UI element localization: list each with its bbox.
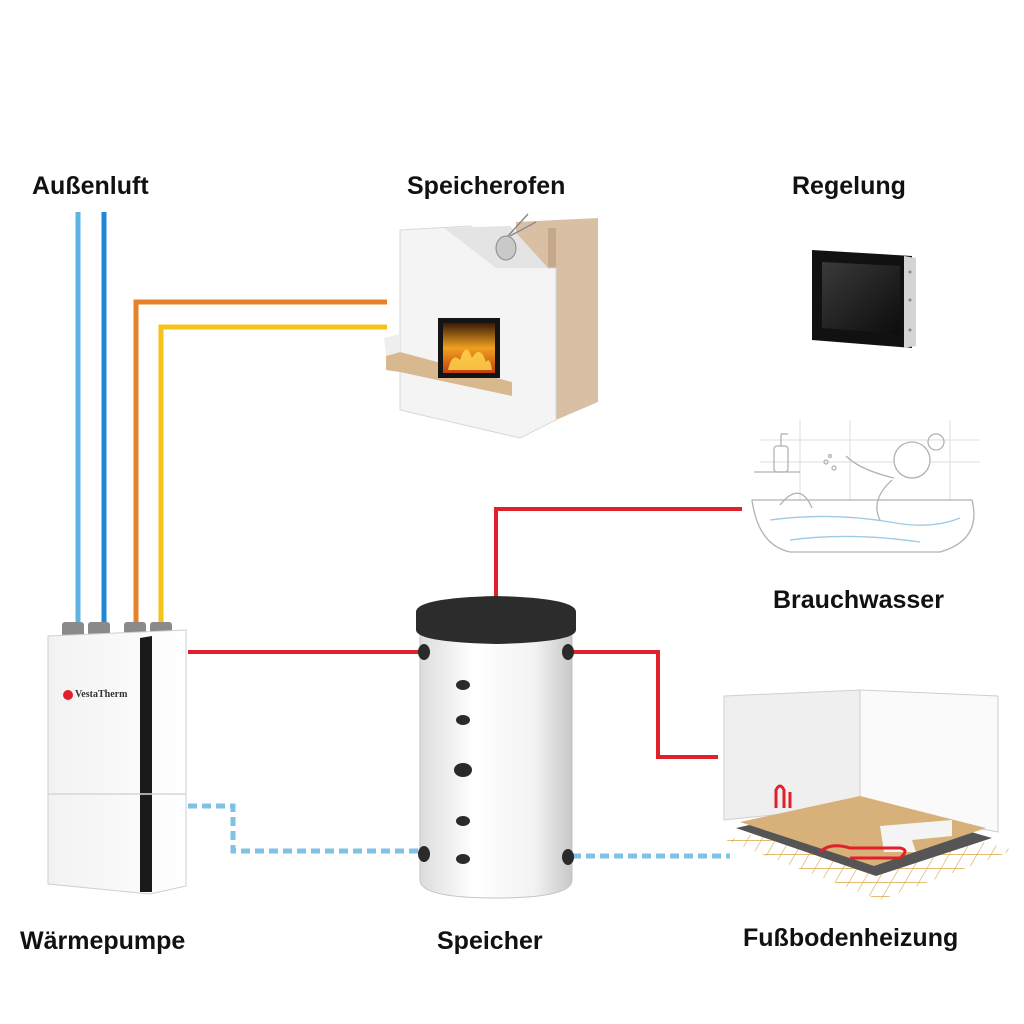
stove-pipes (133, 299, 387, 628)
storage-stove-label: Speicherofen (407, 172, 566, 200)
storage-tank (416, 596, 576, 899)
control-panel (812, 250, 916, 348)
storage-stove (384, 213, 598, 439)
control-label: Regelung (792, 172, 906, 200)
bath-tiles (760, 420, 980, 500)
hot-water-label: Brauchwasser (773, 586, 944, 614)
outside-air-label: Außenluft (32, 172, 149, 200)
vestatherm-logo-icon (63, 690, 73, 700)
stove-return-pipe (158, 324, 387, 628)
stove-supply-pipe (133, 299, 387, 628)
storage-tank-label: Speicher (437, 927, 543, 955)
heat-pump-label: Wärmepumpe (20, 927, 186, 955)
floor-screed (740, 796, 986, 866)
stove-vase (495, 213, 537, 261)
bathtub (751, 499, 975, 553)
outside-air-pipes (75, 212, 107, 628)
tank-ports (418, 644, 574, 865)
heat-pump-brand-logo: VestaTherm (75, 689, 128, 700)
tank-to-hot-water-pipe (494, 507, 742, 596)
floor-heating-coils (774, 784, 907, 860)
floor-heating-label: Fußbodenheizung (743, 924, 959, 952)
floor-heating-room (723, 689, 1014, 900)
heat-pump-unit (47, 622, 187, 895)
bathtub-scene (751, 420, 980, 553)
tank-to-floor-pipe (570, 650, 718, 759)
pump-return-pipe (188, 803, 422, 854)
return-pipes (188, 803, 730, 859)
hot-water-pipes (188, 507, 742, 759)
tank-lid (416, 596, 576, 644)
bather-head (893, 441, 931, 479)
